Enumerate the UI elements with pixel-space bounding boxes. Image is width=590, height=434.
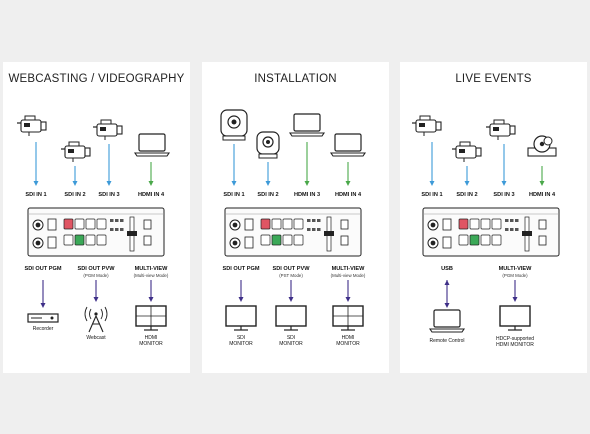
output-label-1: SDI OUT PGM — [24, 266, 62, 272]
panel-diagram — [412, 115, 560, 333]
hdmi-in-4-arrow — [345, 162, 351, 186]
laptop-icon — [428, 309, 466, 333]
device-label-hdmi-monitor: HDMI MONITOR — [139, 335, 163, 347]
sdi-monitor-icon — [225, 305, 257, 331]
camcorder-icon — [486, 119, 516, 140]
hdmi-monitor-icon — [499, 305, 531, 331]
sdi-monitor-icon — [275, 305, 307, 331]
sdi-out-pvw-arrow — [288, 280, 294, 302]
sdi-out-pgm-arrow — [238, 280, 244, 302]
output-sub-2: (PST Mode) — [279, 273, 303, 278]
hdmi-monitor-icon — [332, 305, 364, 331]
sdi-in-1-arrow — [429, 142, 435, 186]
hdmi-in-3-arrow — [304, 142, 310, 186]
device-label-webcast: Webcast — [86, 335, 106, 341]
camcorder-icon — [17, 115, 47, 136]
output-sub-3: (Multi-view Mode) — [133, 273, 169, 278]
input-label-2: SDI IN 2 — [257, 192, 279, 198]
input-label-4: HDMI IN 4 — [137, 192, 165, 198]
device-label-sdi-monitor: SDI MONITOR — [279, 335, 303, 347]
device-label-hdmi-monitor: HDMI MONITOR — [336, 335, 360, 347]
device-label-recorder: Recorder — [32, 326, 54, 332]
input-label-1: SDI IN 1 — [223, 192, 245, 198]
device-label-remote-control: Remote Control — [429, 338, 465, 344]
camcorder-icon — [452, 141, 482, 162]
output-label-2: MULTI-VIEW — [498, 266, 532, 272]
panel-webcasting: WEBCASTING / VIDEOGRAPHY SDI IN 1 SDI IN… — [3, 62, 190, 373]
multi-view-arrow — [512, 280, 518, 302]
device-label-hdcp-monitor: HDCP-supported HDMI MONITOR — [495, 336, 535, 348]
hdmi-in-4-arrow — [539, 166, 545, 186]
input-label-3: SDI IN 3 — [98, 192, 120, 198]
panel-title: WEBCASTING / VIDEOGRAPHY — [8, 73, 185, 85]
laptop-icon — [288, 113, 326, 137]
panel-diagram — [17, 115, 171, 333]
output-label-3: MULTI-VIEW — [134, 266, 168, 272]
output-label-2: SDI OUT PVW — [77, 266, 115, 272]
sdi-out-pvw-arrow — [93, 280, 99, 302]
panel-title: LIVE EVENTS — [455, 73, 532, 85]
ptz-camera-icon — [256, 131, 280, 159]
input-label-1: SDI IN 1 — [25, 192, 47, 198]
input-label-2: SDI IN 2 — [64, 192, 86, 198]
ptz-camera-icon — [220, 109, 248, 141]
output-sub-3: (Multi-view Mode) — [330, 273, 366, 278]
sdi-in-1-arrow — [231, 144, 237, 186]
sdi-in-3-arrow — [106, 144, 112, 186]
recorder-icon — [27, 313, 59, 323]
video-switcher-device — [224, 207, 362, 257]
multi-view-arrow — [148, 280, 154, 302]
panel-title: INSTALLATION — [254, 73, 337, 85]
camcorder-icon — [412, 115, 442, 136]
camcorder-icon — [61, 141, 91, 162]
laptop-icon — [133, 133, 171, 157]
sdi-out-pgm-arrow — [40, 280, 46, 308]
panel-live-events: LIVE EVENTS SDI IN 1 SDI IN 2 SDI IN 3 H… — [400, 62, 587, 373]
output-label-1: USB — [441, 266, 453, 272]
sdi-in-2-arrow — [464, 166, 470, 186]
output-label-2: SDI OUT PVW — [272, 266, 310, 272]
webcast-tower-icon — [84, 306, 108, 333]
output-label-3: MULTI-VIEW — [331, 266, 365, 272]
input-label-2: SDI IN 2 — [456, 192, 478, 198]
output-sub-2: (PGM Mode) — [83, 273, 109, 278]
sdi-in-3-arrow — [501, 144, 507, 186]
output-label-1: SDI OUT PGM — [222, 266, 260, 272]
sdi-in-2-arrow — [72, 166, 78, 186]
sdi-in-2-arrow — [265, 162, 271, 186]
hdmi-in-4-arrow — [148, 162, 154, 186]
device-label-sdi-monitor: SDI MONITOR — [229, 335, 253, 347]
multi-view-arrow — [345, 280, 351, 302]
panel-diagram — [220, 109, 367, 331]
input-label-3: HDMI IN 3 — [293, 192, 321, 198]
sdi-in-1-arrow — [33, 142, 39, 186]
laptop-icon — [329, 133, 367, 157]
input-label-1: SDI IN 1 — [421, 192, 443, 198]
hdmi-monitor-icon — [135, 305, 167, 331]
output-sub-2: (PGM Mode) — [502, 273, 528, 278]
camcorder-icon — [93, 119, 123, 140]
video-switcher-device — [27, 207, 165, 257]
disc-player-icon — [527, 135, 557, 157]
video-switcher-device — [422, 207, 560, 257]
input-label-3: SDI IN 3 — [493, 192, 515, 198]
input-label-4: HDMI IN 4 — [334, 192, 362, 198]
usb-arrow — [444, 280, 450, 308]
input-label-4: HDMI IN 4 — [528, 192, 556, 198]
panel-installation: INSTALLATION SDI IN 1 SDI IN 2 HDMI IN 3… — [202, 62, 389, 373]
